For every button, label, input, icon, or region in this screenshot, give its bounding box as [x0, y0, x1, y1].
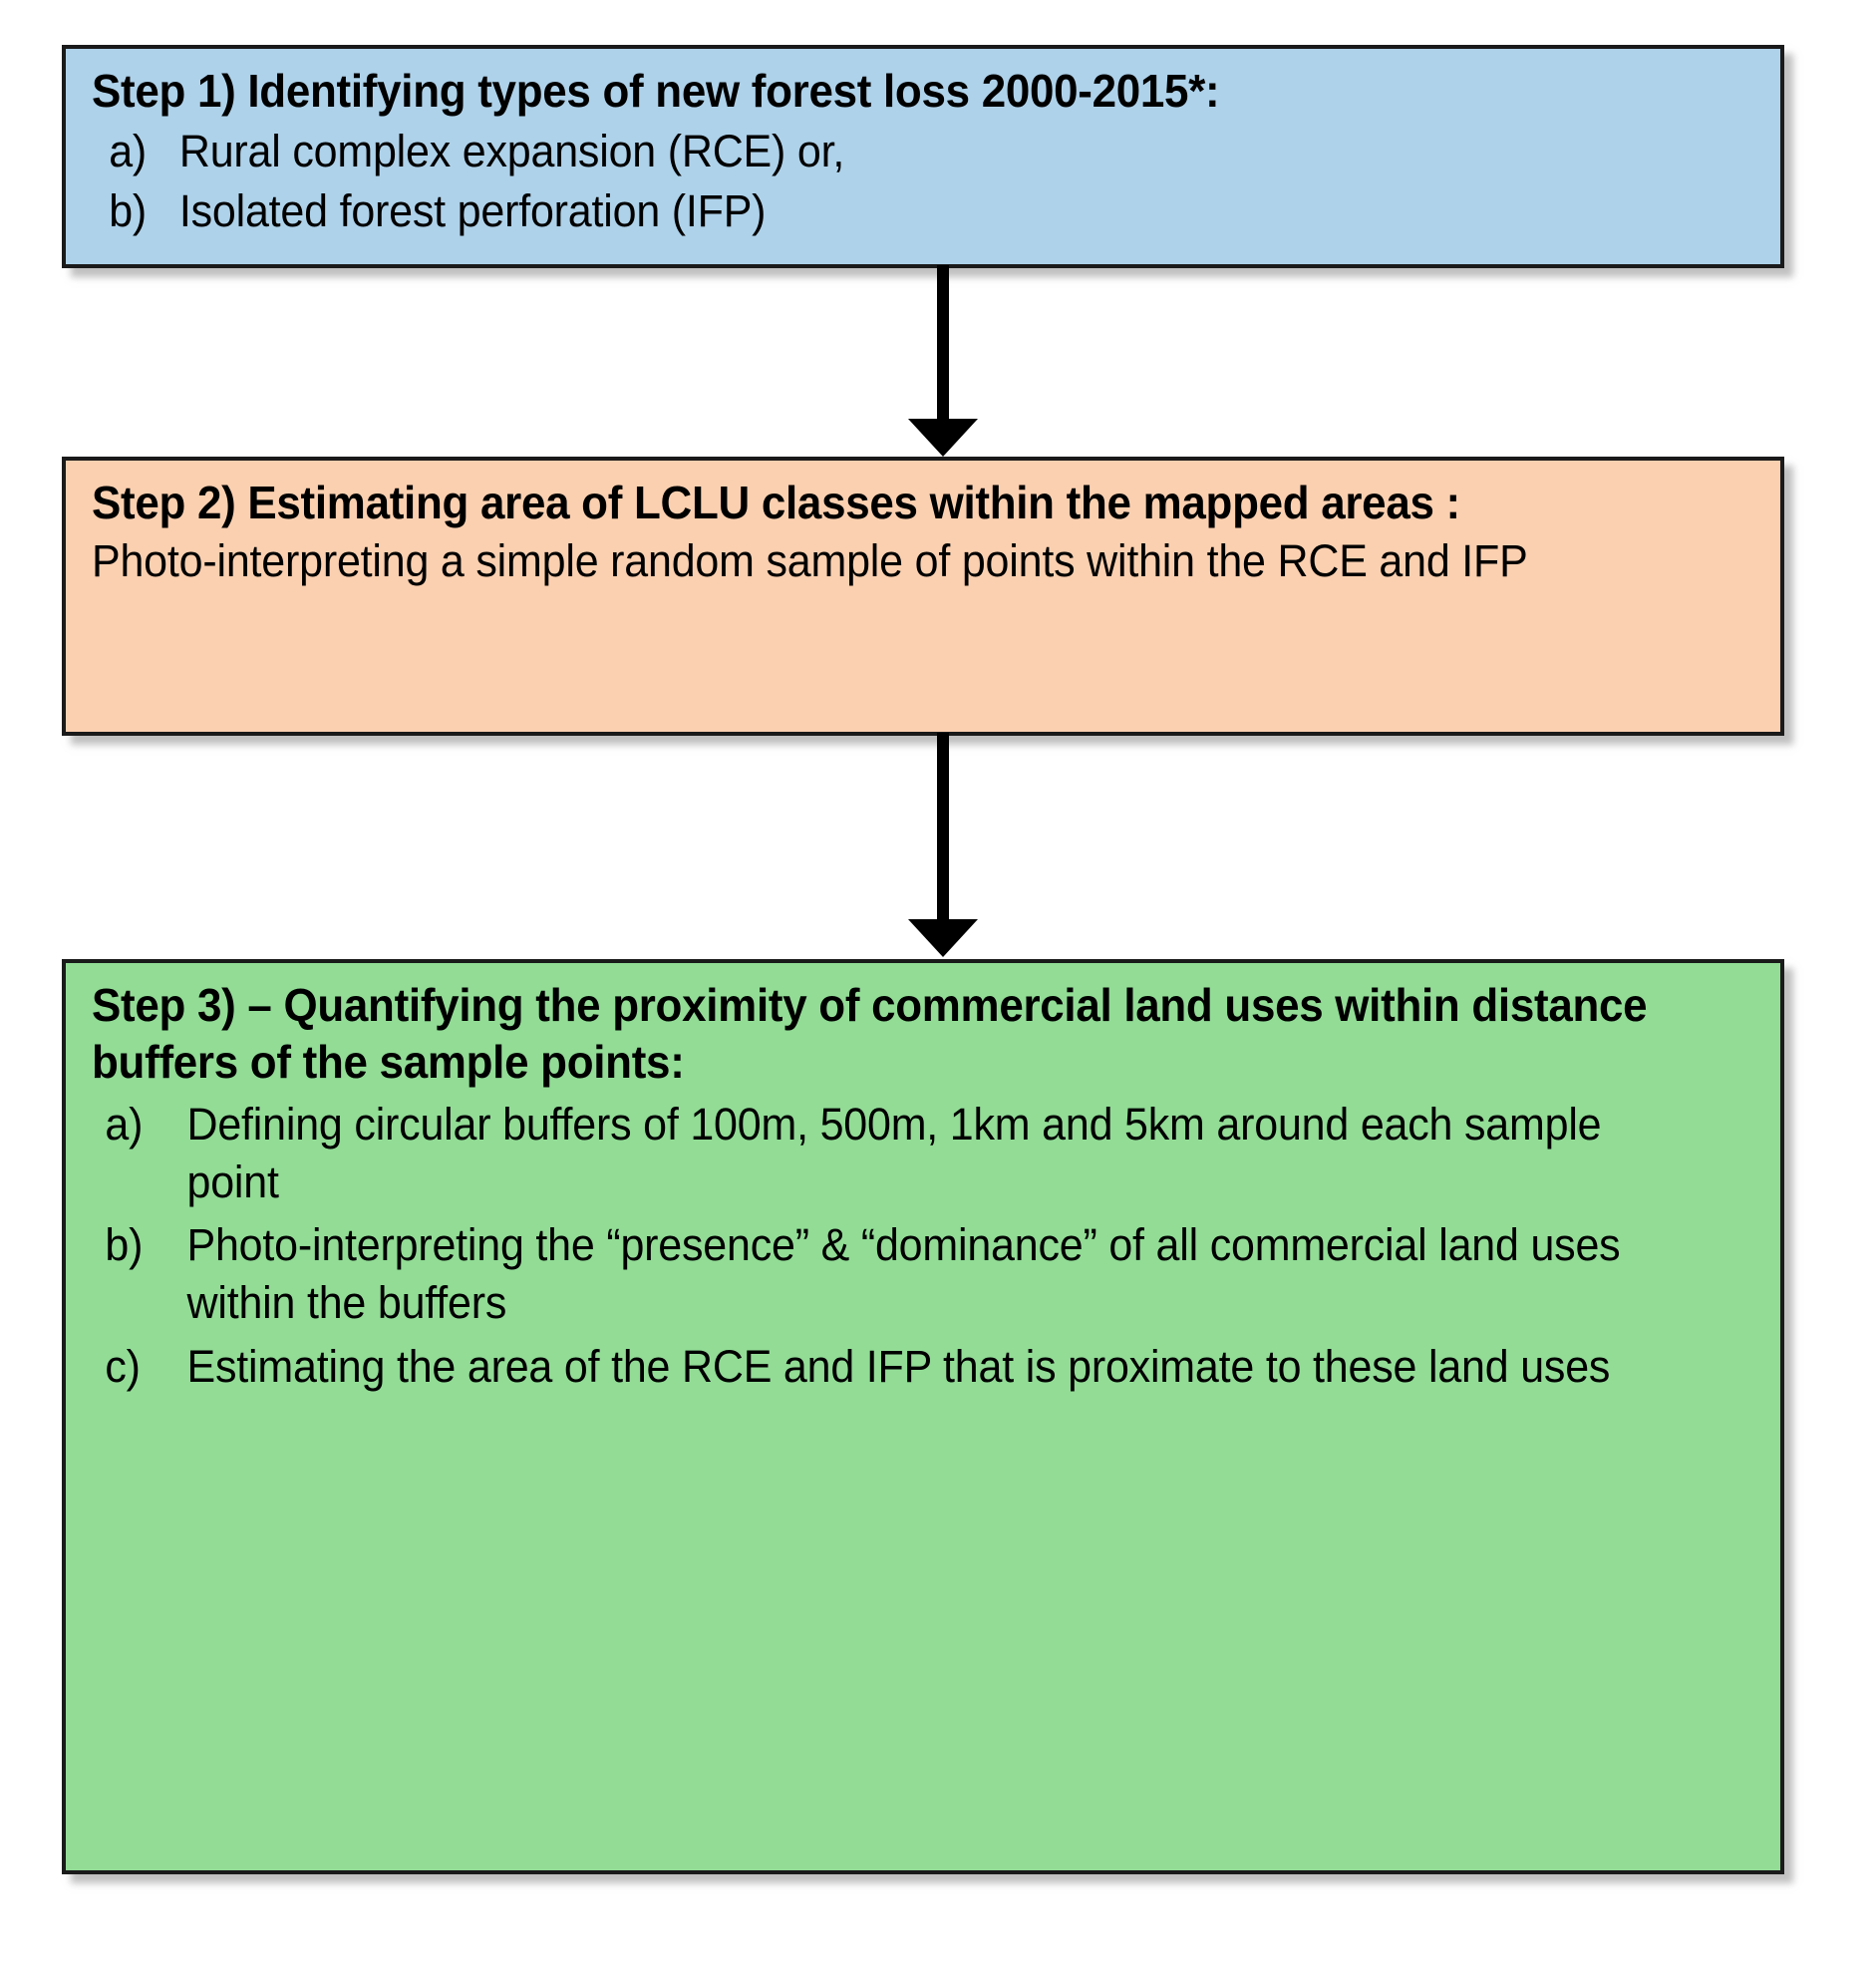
step-2-body: Photo-interpreting a simple random sampl… — [92, 534, 1528, 586]
step-3-item-c-text: Estimating the area of the RCE and IFP t… — [186, 1340, 1611, 1392]
step-3-item-a-marker: a) — [105, 1099, 144, 1151]
step-3-item-b: b) Photo-interpreting the “presence” & “… — [92, 1216, 1680, 1331]
step-1-item-a-text: Rural complex expansion (RCE) or, — [178, 125, 845, 176]
step-1-item-a: a) Rural complex expansion (RCE) or, — [92, 123, 1680, 180]
step-2-box: Step 2) Estimating area of LCLU classes … — [62, 457, 1784, 736]
step-1-title: Step 1) Identifying types of new forest … — [92, 65, 1220, 117]
step-1-item-b-text: Isolated forest perforation (IFP) — [178, 185, 767, 237]
step-1-item-b-marker: b) — [109, 185, 148, 237]
step-3-item-c: c) Estimating the area of the RCE and IF… — [92, 1338, 1680, 1396]
connector-step1-step2-arrowhead-icon — [908, 419, 978, 457]
step-1-item-a-marker: a) — [109, 125, 148, 176]
step-3-item-a: a) Defining circular buffers of 100m, 50… — [92, 1096, 1680, 1210]
connector-step2-step3-arrowhead-icon — [908, 919, 978, 957]
step-2-title: Step 2) Estimating area of LCLU classes … — [92, 477, 1460, 528]
connector-step1-step2-line — [937, 265, 949, 433]
step-1-item-b: b) Isolated forest perforation (IFP) — [92, 182, 1680, 240]
step-3-item-b-text: Photo-interpreting the “presence” & “dom… — [186, 1219, 1621, 1328]
step-3-item-a-text: Defining circular buffers of 100m, 500m,… — [186, 1099, 1602, 1207]
step-3-item-b-marker: b) — [105, 1219, 144, 1271]
step-3-box: Step 3) – Quantifying the proximity of c… — [62, 959, 1784, 1874]
step-1-sub-list: a) Rural complex expansion (RCE) or, b) … — [92, 123, 1754, 240]
step-3-sub-list: a) Defining circular buffers of 100m, 50… — [92, 1096, 1754, 1395]
connector-step2-step3-line — [937, 733, 949, 932]
step-3-item-c-marker: c) — [105, 1340, 141, 1392]
step-1-box: Step 1) Identifying types of new forest … — [62, 45, 1784, 268]
step-3-title: Step 3) – Quantifying the proximity of c… — [92, 979, 1660, 1088]
